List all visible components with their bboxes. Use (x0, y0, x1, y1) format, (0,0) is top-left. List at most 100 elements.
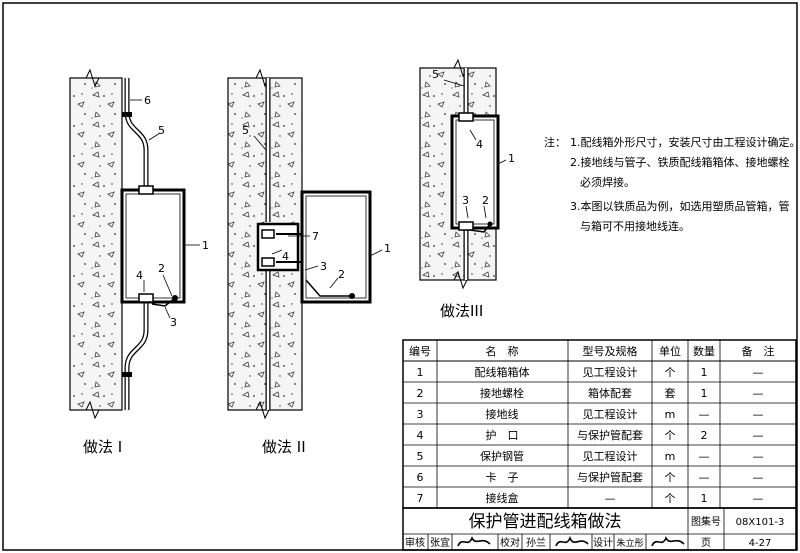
table-cell: 与保护管配套 (577, 428, 643, 442)
ground-wire-2 (305, 279, 352, 297)
atlas-number: 08X101-3 (736, 517, 785, 528)
method-2-drawing: 5 7 4 3 2 1 做法 II (227, 68, 391, 456)
table-cell: 2 (417, 387, 424, 400)
table-cell: — (699, 408, 710, 421)
note-line-2: 2.接地线与管子、铁质配线箱箱体、接地螺栓 (570, 155, 790, 169)
page-number: 4-27 (749, 538, 772, 549)
bushing-top (138, 185, 154, 195)
callout-4: 4 (136, 269, 143, 282)
note-line-5: 与箱可不用接地线连。 (580, 219, 690, 233)
table-cell: 接线盒 (486, 491, 519, 505)
method-3-drawing: 5 4 1 3 2 做法III (419, 58, 515, 320)
table-header-cell: 备 注 (742, 344, 775, 358)
table-cell: 卡 子 (486, 471, 519, 484)
review-name: 张宜 (430, 536, 450, 549)
table-cell: 个 (665, 429, 676, 442)
design-label: 设计 (593, 536, 613, 549)
table-cell: 与保护管配套 (577, 470, 643, 484)
note-line-4: 3.本图以铁质品为例，如选用塑质品管箱，管 (570, 199, 790, 213)
design-signature (651, 536, 685, 547)
table-cell: m (665, 408, 676, 421)
callout-2: 2 (338, 268, 345, 281)
pipe-clip-bottom (122, 372, 132, 377)
table-cell: 1 (701, 387, 708, 400)
distribution-box-2 (300, 190, 372, 304)
ground-bolt-3 (487, 221, 493, 227)
table-cell: — (753, 492, 764, 505)
table-cell: 7 (417, 492, 424, 505)
bushing-bottom (261, 257, 275, 267)
table-cell: 个 (665, 492, 676, 505)
bushing-bottom (458, 221, 474, 231)
distribution-box-3 (450, 114, 500, 230)
ground-bolt-2 (349, 293, 355, 299)
note-line-1: 1.配线箱外形尺寸，安装尺寸由工程设计确定。 (570, 135, 800, 149)
table-cell: 套 (665, 387, 676, 400)
callout-2: 2 (482, 194, 489, 207)
table-cell: 个 (665, 366, 676, 379)
table-cell: — (699, 471, 710, 484)
table-cell: 见工程设计 (583, 366, 638, 379)
break-line-bottom (70, 400, 122, 420)
table-cell: — (753, 450, 764, 463)
table-cell: 接地线 (486, 407, 519, 421)
callout-7: 7 (312, 230, 319, 243)
callout-1: 1 (508, 152, 515, 165)
ground-wire-1 (151, 297, 176, 307)
callout-1: 1 (202, 239, 209, 252)
method-2-caption: 做法 II (262, 438, 306, 456)
callout-6: 6 (144, 94, 151, 107)
concrete-wall (69, 77, 123, 411)
table-header-cell: 编号 (409, 344, 431, 358)
break-line-top (70, 68, 122, 88)
callout-1: 1 (384, 242, 391, 255)
table-cell: 1 (417, 366, 424, 379)
table-cell: — (753, 408, 764, 421)
table-cell: 保护钢管 (480, 449, 524, 463)
callout-5: 5 (242, 124, 249, 137)
table-header-cell: 型号及规格 (583, 344, 638, 358)
design-name: 朱立彤 (616, 537, 643, 549)
table-cell: 接地螺栓 (480, 386, 524, 400)
table-cell: — (753, 429, 764, 442)
check-signature (555, 535, 589, 547)
pipe-clip-top (122, 112, 132, 117)
drawing-title: 保护管进配线箱做法 (469, 512, 622, 532)
review-label: 审核 (405, 536, 425, 549)
check-name: 孙兰 (526, 536, 546, 549)
table-header-cell: 名 称 (486, 344, 519, 358)
callout-5: 5 (432, 68, 439, 81)
table-cell: — (753, 471, 764, 484)
table-cell: 见工程设计 (583, 450, 638, 463)
notes-heading: 注： (544, 135, 566, 149)
table-cell: 5 (417, 450, 424, 463)
table-header-cell: 单位 (659, 344, 681, 358)
review-signature (457, 536, 491, 547)
method-1-caption: 做法 I (83, 438, 122, 456)
page-label: 页 (701, 537, 711, 549)
check-label: 校对 (500, 536, 520, 549)
table-cell: 2 (701, 429, 708, 442)
callout-3: 3 (170, 316, 177, 329)
table-cell: 1 (701, 366, 708, 379)
callout-3: 3 (462, 194, 469, 207)
table-cell: — (753, 387, 764, 400)
table-cell: 个 (665, 471, 676, 484)
method-1-drawing: 6 5 1 4 2 3 做法 I (69, 68, 209, 456)
table-cell: 6 (417, 471, 424, 484)
table-cell: — (699, 450, 710, 463)
atlas-label: 图集号 (691, 515, 721, 528)
table-cell: — (753, 366, 764, 379)
table-cell: 4 (417, 429, 424, 442)
notes: 注： 1.配线箱外形尺寸，安装尺寸由工程设计确定。 2.接地线与管子、铁质配线箱… (544, 135, 800, 233)
table-cell: 箱体配套 (588, 386, 632, 400)
bushing-top (261, 229, 275, 239)
distribution-box-1 (120, 188, 186, 304)
callout-4: 4 (282, 250, 289, 263)
table-cell: 1 (701, 492, 708, 505)
method-3-caption: 做法III (440, 302, 483, 320)
table-cell: m (665, 450, 676, 463)
table-header-cell: 数量 (693, 345, 715, 358)
